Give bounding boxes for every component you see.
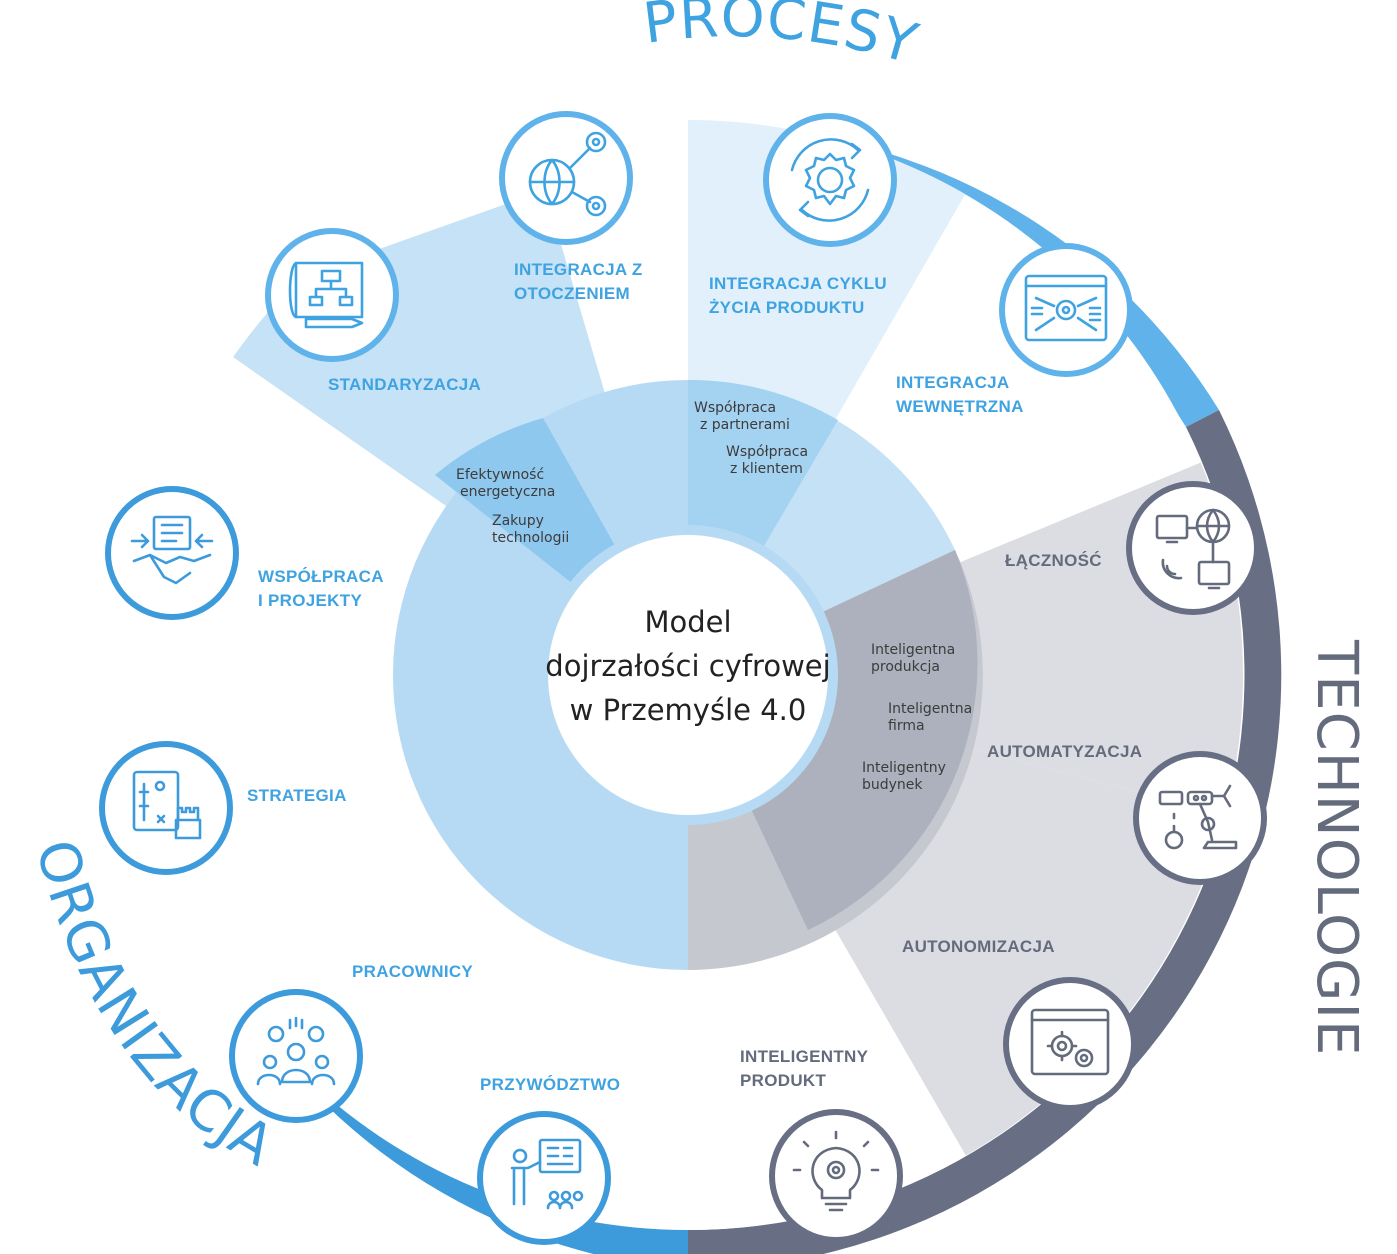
label-integracja-cyklu-1: INTEGRACJA CYKLU <box>709 274 887 293</box>
label-inteligentny-produkt-1: INTELIGENTNY <box>740 1047 869 1066</box>
connectivity-icon <box>1155 508 1231 590</box>
badge-strategia <box>99 741 233 875</box>
badge-lacznosc <box>1126 481 1260 615</box>
badge-wspolpraca <box>105 486 239 620</box>
label-integracja-wewnetrzna-2: WEWNĘTRZNA <box>896 397 1024 416</box>
robot-arm-icon <box>1158 784 1238 850</box>
inner-label-zakupy-1: Zakupy <box>492 513 544 529</box>
badge-integracja-wewnetrzna <box>999 243 1133 377</box>
inner-label-partnerami-2: z partnerami <box>700 417 790 433</box>
label-inteligentny-produkt-2: PRODUKT <box>740 1071 826 1090</box>
presenter-icon <box>510 1138 584 1210</box>
title-procesy-text: PROCESY <box>640 0 924 77</box>
badge-pracownicy <box>229 989 363 1123</box>
label-wspolpraca-2: I PROJEKTY <box>258 591 362 610</box>
badge-przywodztwo <box>477 1111 611 1245</box>
label-integracja-cyklu-2: ŻYCIA PRODUKTU <box>709 298 865 317</box>
inner-label-klientem-1: Współpraca <box>726 444 808 460</box>
label-strategia: STRATEGIA <box>247 786 347 805</box>
label-standaryzacja: STANDARYZACJA <box>328 375 481 394</box>
inner-label-firma-1: Inteligentna <box>888 701 972 717</box>
lightbulb-gear-icon <box>792 1130 880 1212</box>
label-wspolpraca-1: WSPÓŁPRACA <box>258 567 384 586</box>
inner-label-budynek-2: budynek <box>862 777 923 793</box>
title-procesy: PROCESY <box>640 0 925 77</box>
label-integracja-otoczeniem-2: OTOCZENIEM <box>514 284 630 303</box>
inner-label-budynek-1: Inteligentny <box>862 760 946 776</box>
badge-autonomizacja <box>1003 977 1137 1111</box>
badge-integracja-cyklu <box>763 113 897 247</box>
chess-strategy-icon <box>132 770 202 840</box>
team-icon <box>256 1016 336 1086</box>
inner-label-firma-2: firma <box>888 718 925 734</box>
inner-label-klientem-2: z klientem <box>730 461 803 477</box>
badge-inteligentny-produkt <box>769 1109 903 1243</box>
blueprint-icon <box>288 261 364 329</box>
inner-label-zakupy-2: technologii <box>492 530 569 546</box>
inner-label-produkcja-2: produkcja <box>871 659 940 675</box>
center-title-line3: w Przemyśle 4.0 <box>570 693 807 727</box>
label-pracownicy: PRACOWNICY <box>352 962 473 981</box>
label-integracja-otoczeniem-1: INTEGRACJA Z <box>514 260 643 279</box>
badge-integracja-otoczeniem <box>499 111 633 245</box>
label-autonomizacja: AUTONOMIZACJA <box>902 937 1055 956</box>
gear-cycle-icon <box>790 138 870 222</box>
center-title-line1: Model <box>644 605 731 639</box>
center-disk <box>548 535 828 815</box>
inner-label-partnerami-1: Współpraca <box>694 400 776 416</box>
label-automatyzacja: AUTOMATYZACJA <box>987 742 1142 761</box>
badge-automatyzacja <box>1133 751 1267 885</box>
label-przywodztwo: PRZYWÓDZTWO <box>480 1075 620 1094</box>
inner-label-efektywnosc-2: energetyczna <box>460 484 555 500</box>
inner-label-efektywnosc-1: Efektywność <box>456 467 544 483</box>
dashboard-gear-icon <box>1024 274 1108 342</box>
label-lacznosc: ŁĄCZNOŚĆ <box>1005 551 1102 570</box>
inner-label-produkcja-1: Inteligentna <box>871 642 955 658</box>
handshake-icon <box>130 515 214 585</box>
label-integracja-wewnetrzna-1: INTEGRACJA <box>896 373 1010 392</box>
badge-standaryzacja <box>265 228 399 362</box>
center-title-line2: dojrzałości cyfrowej <box>545 649 830 683</box>
title-technologie: TECHNOLOGIE <box>1304 639 1369 1056</box>
browser-gears-icon <box>1030 1008 1110 1076</box>
network-globe-icon <box>528 131 607 217</box>
